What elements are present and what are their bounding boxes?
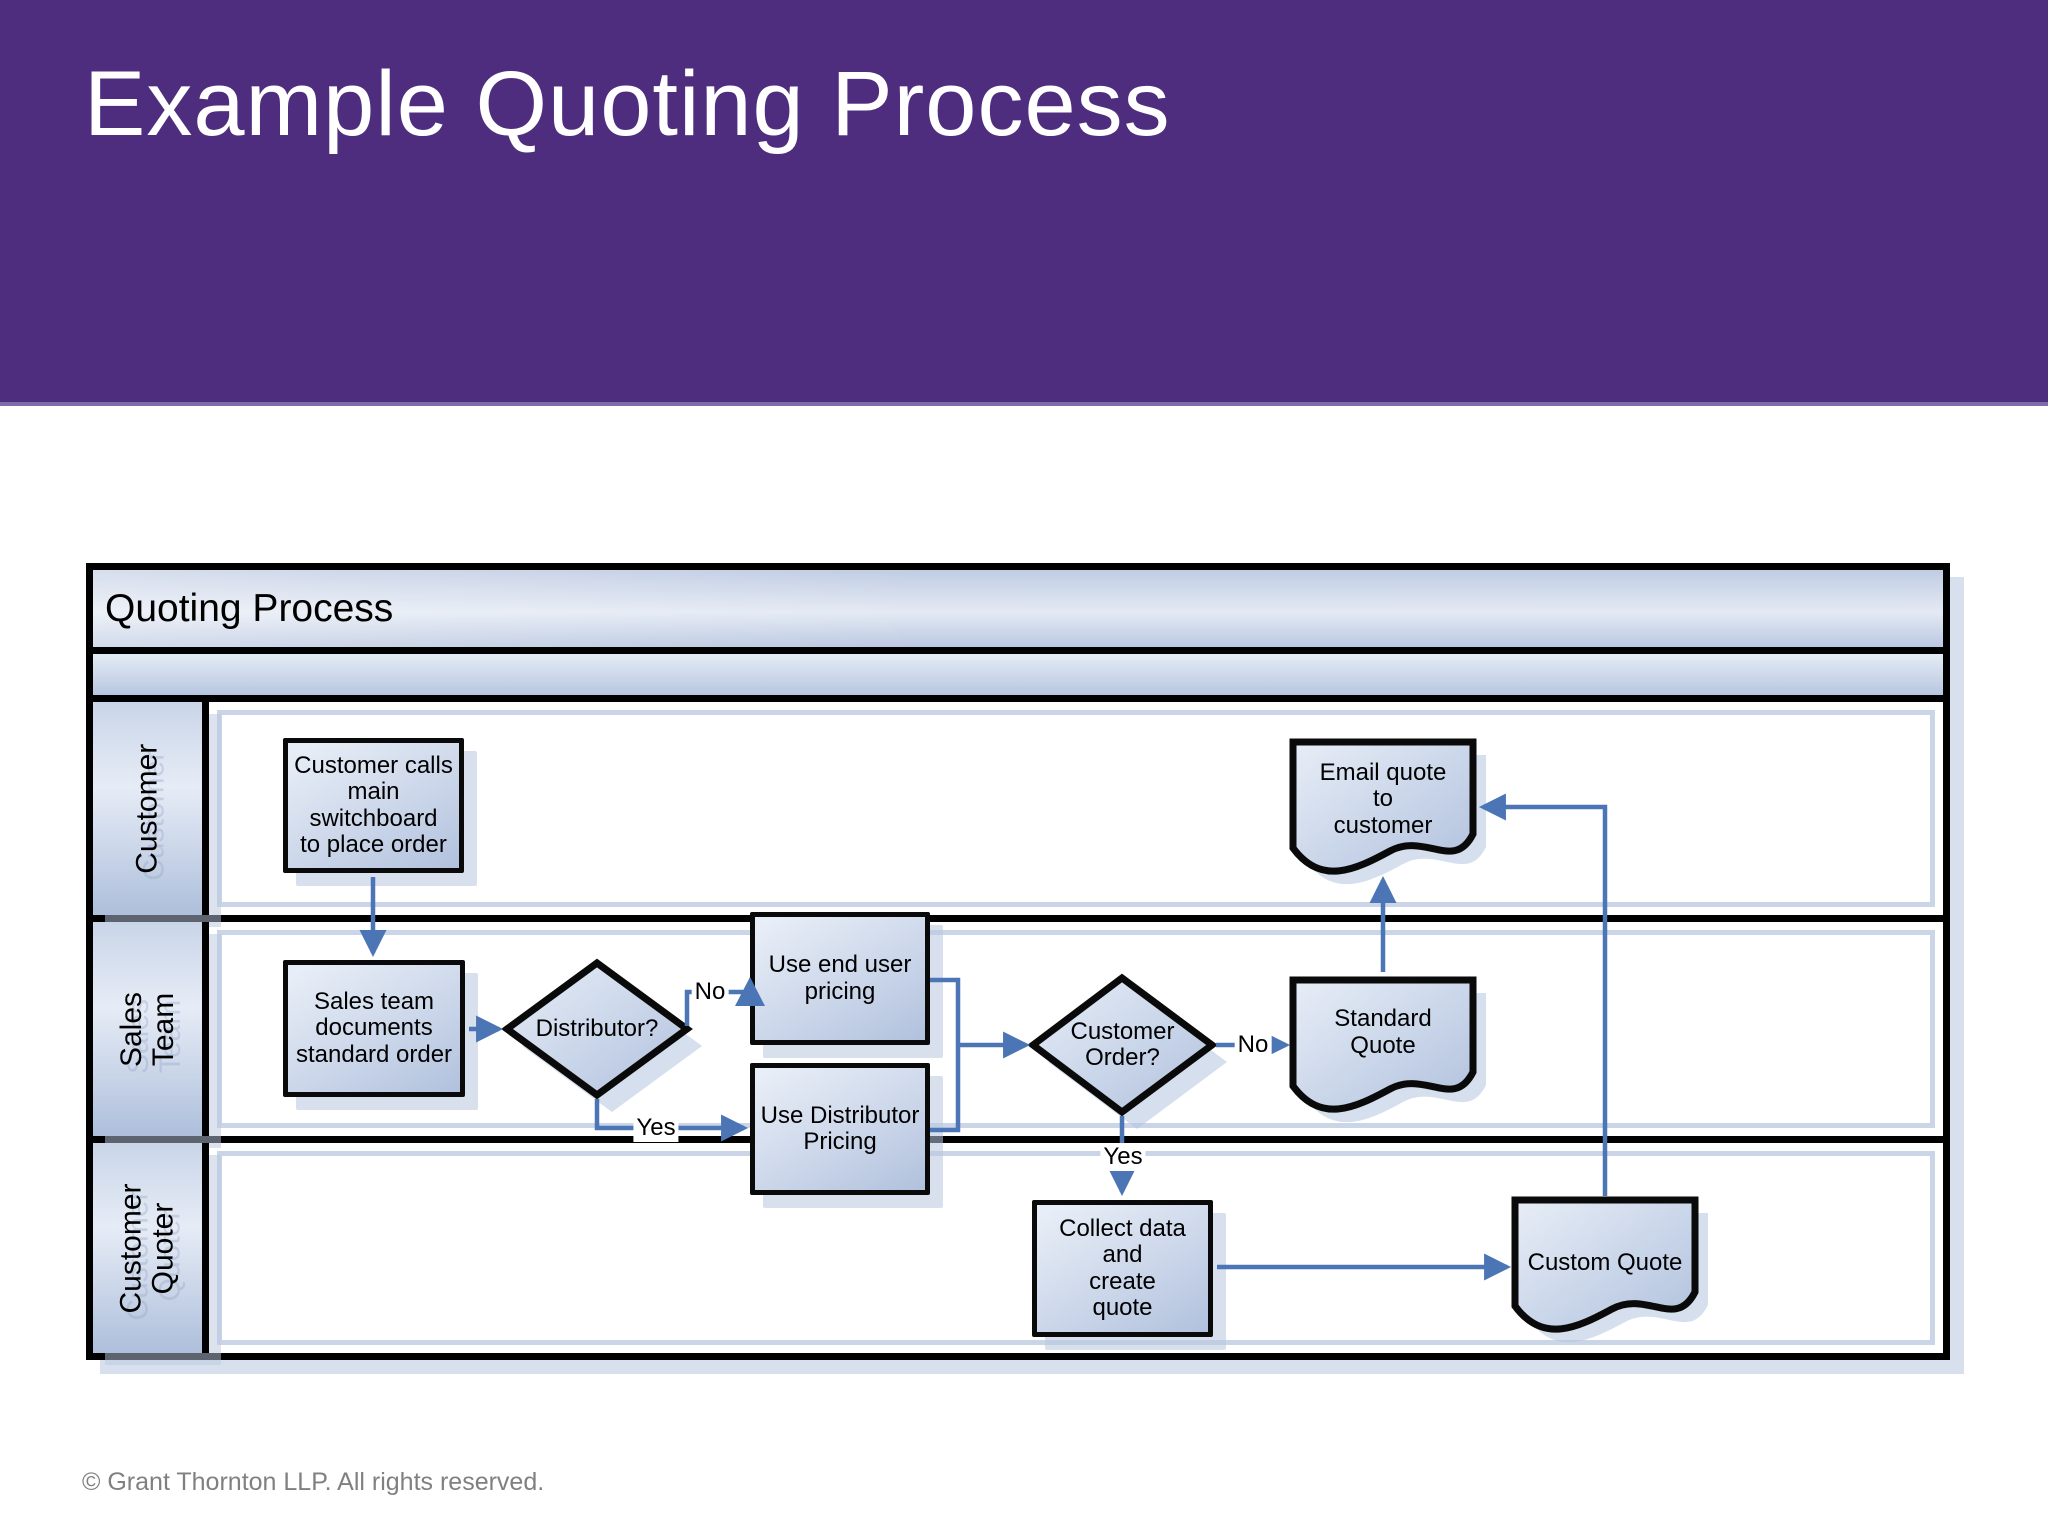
lane-label-customer: Customer [93, 702, 209, 915]
flowchart-title: Quoting Process [105, 586, 394, 630]
lane-content-customer [209, 702, 1943, 915]
process-customer-calls: Customer calls main switchboard to place… [283, 738, 464, 873]
lane-label-sales-team: Sales Team [93, 922, 209, 1136]
process-use-distributor-pricing: Use Distributor Pricing [750, 1063, 930, 1195]
process-use-end-user-pricing: Use end user pricing [750, 912, 930, 1045]
slide-title: Example Quoting Process [84, 53, 1171, 155]
slide-header: Example Quoting Process [0, 0, 2048, 406]
lane-label-text: Quoter [146, 1202, 180, 1294]
process-sales-team-documents: Sales team documents standard order [283, 960, 465, 1097]
edge-label-distributor-yes: Yes [633, 1114, 679, 1142]
lane-label-text: Customer [115, 1182, 149, 1314]
document-email-quote [1289, 738, 1486, 885]
document-standard-quote [1289, 976, 1486, 1123]
phase-band [93, 654, 1943, 702]
decision-customer-order [1027, 973, 1227, 1129]
lane-label-text: Sales [114, 991, 148, 1067]
lane-label-customer-quoter: Customer Quoter [93, 1143, 209, 1353]
decision-distributor [501, 958, 702, 1112]
document-custom-quote [1511, 1196, 1708, 1343]
flowchart-title-bar: Quoting Process [93, 570, 1943, 654]
process-collect-data: Collect data and create quote [1032, 1200, 1213, 1337]
lane-label-text: Customer [130, 743, 164, 874]
copyright-text: © Grant Thornton LLP. All rights reserve… [82, 1468, 545, 1496]
edge-label-distributor-no: No [691, 978, 729, 1006]
lane-label-text: Team [146, 992, 180, 1066]
edge-label-customer-order-yes: Yes [1100, 1143, 1146, 1171]
edge-label-customer-order-no: No [1234, 1031, 1272, 1059]
